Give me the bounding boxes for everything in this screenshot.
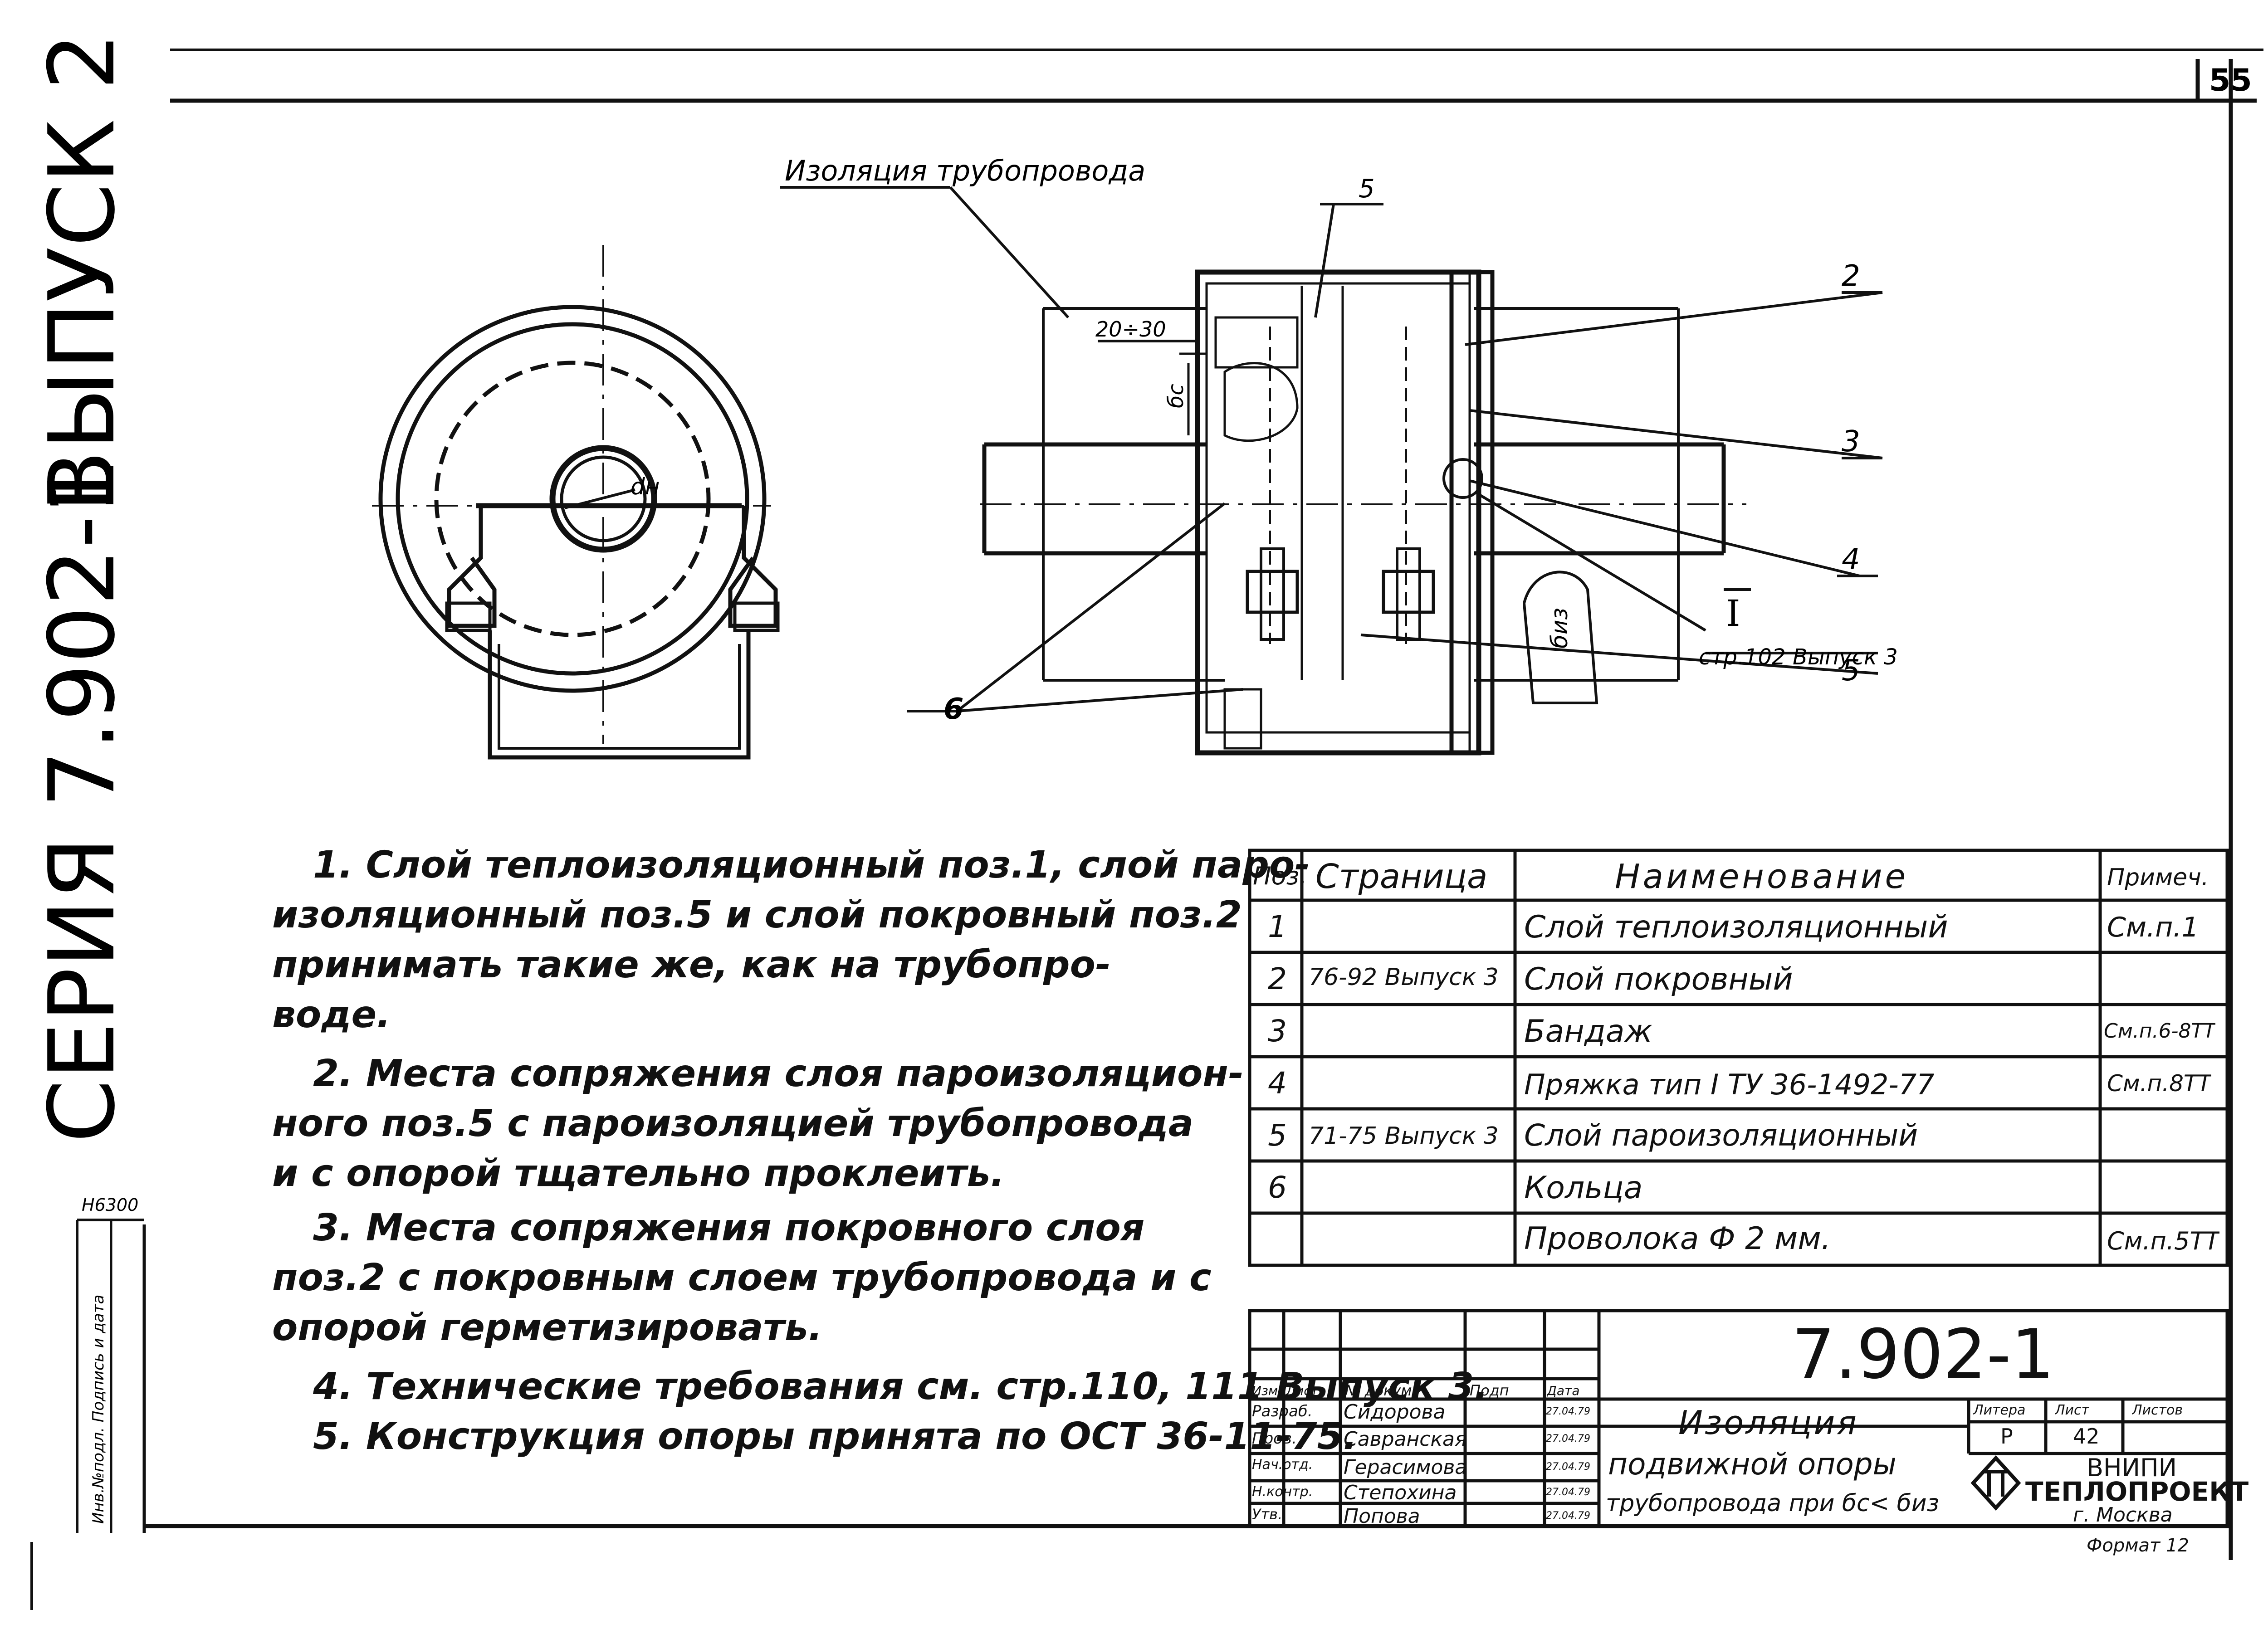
role-label: Нач.отд. (1252, 1457, 1313, 1473)
teploproekt-logo (1970, 1455, 2021, 1511)
role-name: Степохина (1344, 1481, 1457, 1504)
note-line: ного поз.5 с пароизоляцией трубопровода (272, 1102, 1194, 1145)
page-number: 55 (2209, 63, 2252, 98)
callout-5: 5 (1842, 654, 1860, 688)
sheets-label: Листов (2132, 1402, 2183, 1418)
title-line-1: Изоляция (1678, 1404, 1858, 1442)
side-issue: ВЫПУСК 2 (29, 33, 135, 512)
org-name: ВНИПИ (2087, 1454, 2177, 1482)
note-line: принимать такие же, как на трубопро- (272, 943, 1111, 986)
table-row: Слой покровный (1524, 961, 1793, 997)
table-row: Бандаж (1524, 1014, 1652, 1049)
role-date: 27.04.79 (1546, 1461, 1590, 1473)
callout-top-5: 5 (1359, 174, 1375, 204)
table-header-page: Страница (1315, 857, 1488, 896)
note-line: 3. Места сопряжения покровного слоя (313, 1206, 1145, 1249)
side-code: Н6300 (82, 1195, 138, 1215)
leader-lines (780, 186, 1883, 712)
sheet-label: Лист (2055, 1402, 2090, 1418)
table-row: См.п.5ТТ (2107, 1227, 2220, 1255)
role-date: 27.04.79 (1546, 1487, 1590, 1498)
table-row: Слой пароизоляционный (1524, 1118, 1918, 1153)
col-header-izm: Изм (1252, 1383, 1278, 1398)
dim-gap-label: 20÷30 (1095, 317, 1166, 341)
roman-ref-label: I (1726, 592, 1740, 634)
role-name: Попова (1344, 1505, 1420, 1528)
table-row: Пряжка тип I ТУ 36-1492-77 (1524, 1068, 1935, 1101)
note-line: 5. Конструкция опоры принята по ОСТ 36-1… (313, 1415, 1357, 1458)
insulation-label: Изоляция трубопровода (785, 154, 1145, 187)
format-label: Формат 12 (2087, 1535, 2189, 1556)
dim-bc-label: бс (1163, 384, 1188, 408)
longitudinal-view (980, 269, 1746, 756)
spec-table-grid (1248, 849, 2229, 1267)
table-row: 2 (1268, 961, 1287, 996)
table-row: 76-92 Выпуск 3 (1309, 964, 1499, 991)
table-row: Слой теплоизоляционный (1524, 909, 1948, 945)
note-line: воде. (272, 993, 391, 1036)
cross-section-view (372, 245, 780, 760)
title-line-3: трубопровода при бс< биз (1606, 1490, 1940, 1517)
doc-number: 7.902-1 (1792, 1315, 2054, 1394)
dim-dn-label: dн (631, 473, 660, 500)
note-line: 2. Места сопряжения слоя пароизоляцион- (313, 1052, 1244, 1095)
role-label: Пров. (1252, 1429, 1297, 1448)
table-row: См.п.1 (2107, 912, 2199, 943)
table-row: 3 (1268, 1014, 1287, 1049)
callout-6: 6 (943, 693, 964, 726)
table-row: Кольца (1524, 1170, 1643, 1206)
table-header-pos: Поз. (1253, 862, 1307, 890)
table-header-note: Примеч. (2107, 864, 2209, 891)
note-line: и с опорой тщательно проклеить. (272, 1152, 1005, 1195)
role-label: Утв. (1252, 1506, 1283, 1523)
note-line: 4. Технические требования см. стр.110, 1… (313, 1365, 1488, 1408)
table-row: 4 (1268, 1066, 1287, 1101)
note-line: изоляционный поз.5 и слой покровный поз.… (272, 893, 1242, 937)
role-name: Сидорова (1344, 1400, 1446, 1424)
table-row: 6 (1268, 1170, 1287, 1205)
note-line: поз.2 с покровным слоем трубопровода и с (272, 1256, 1212, 1299)
table-row: 5 (1268, 1118, 1287, 1153)
role-date: 27.04.79 (1546, 1406, 1590, 1417)
side-stamp: Инв.№подл. Подпись и дата (89, 1295, 108, 1524)
table-row: 71-75 Выпуск 3 (1309, 1122, 1499, 1150)
table-row: 1 (1268, 909, 1287, 944)
table-row: См.п.6-8ТТ (2104, 1019, 2216, 1043)
title-block-grid (1248, 1309, 2229, 1528)
note-line: 1. Слой теплоизоляционный поз.1, слой па… (313, 844, 1310, 887)
col-header-doc: № докум. (1345, 1382, 1417, 1399)
litera-label: Литера (1973, 1402, 2026, 1418)
role-label: Н.контр. (1252, 1484, 1313, 1500)
ref-text: стр.102 Выпуск 3 (1699, 644, 1898, 670)
table-row: Проволока Ф 2 мм. (1524, 1221, 1831, 1257)
org-city: г. Москва (2073, 1503, 2173, 1527)
litera-value: Р (2000, 1424, 2013, 1449)
note-line: опорой герметизировать. (272, 1306, 823, 1349)
role-name: Герасимова (1344, 1456, 1467, 1479)
title-line-2: подвижной опоры (1608, 1447, 1897, 1482)
callout-3: 3 (1842, 425, 1860, 458)
role-date: 27.04.79 (1546, 1510, 1590, 1522)
table-row: См.п.8ТТ (2107, 1070, 2212, 1097)
dim-biz-label: биз (1546, 608, 1573, 649)
sheet-value: 42 (2073, 1424, 2100, 1449)
role-date: 27.04.79 (1546, 1433, 1590, 1444)
table-header-name: Наименование (1615, 857, 1909, 896)
side-series: СЕРИЯ 7.902-1 (29, 458, 135, 1143)
role-label: Разраб. (1252, 1402, 1313, 1420)
col-header-date: Дата (1547, 1383, 1580, 1398)
col-header-sign: Подп (1470, 1382, 1509, 1399)
col-header-list: Лист (1286, 1383, 1318, 1398)
callout-2: 2 (1842, 259, 1860, 293)
org-sub: ТЕПЛОПРОЕКТ (2025, 1476, 2249, 1507)
callout-4: 4 (1842, 543, 1860, 576)
role-name: Савранская (1344, 1428, 1467, 1451)
